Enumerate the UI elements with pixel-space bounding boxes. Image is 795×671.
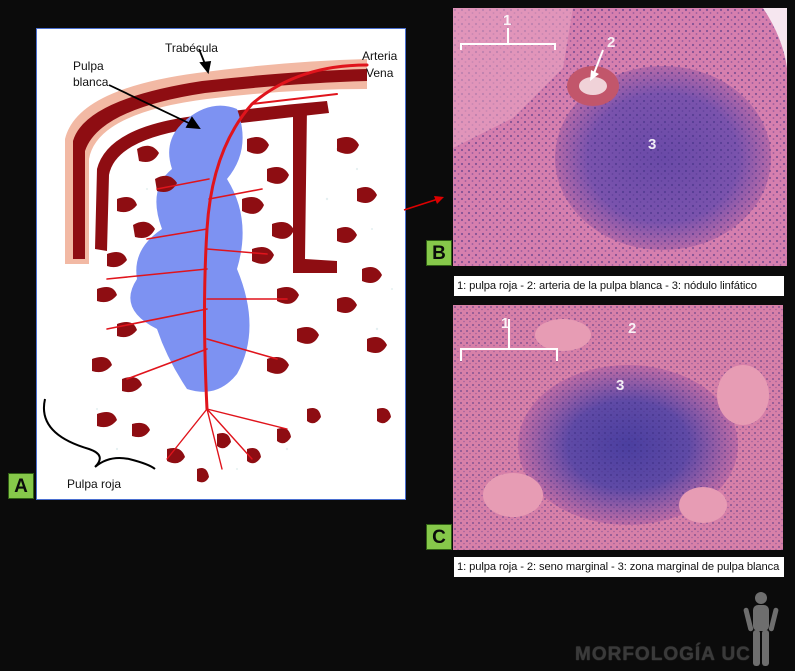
micrograph-b: 1 2 3 <box>453 8 787 266</box>
red-pulp-label: Pulpa roja <box>67 477 122 491</box>
brand-wordmark: MORFOLOGÍA UC <box>575 644 751 665</box>
panel-c-label-2: 2 <box>628 320 637 337</box>
micrograph-b-image <box>453 8 787 266</box>
panel-b-label-3: 3 <box>648 136 657 153</box>
micrograph-c-image <box>453 305 783 550</box>
capsule-halo <box>65 59 367 264</box>
panel-c-tag: C <box>426 524 452 550</box>
vein-label: Vena <box>366 66 394 80</box>
anatomy-figure-logo <box>743 592 779 666</box>
artery-label: Arteria <box>362 49 398 63</box>
panel-c-label-3: 3 <box>616 377 625 394</box>
label-arrows <box>108 48 212 130</box>
panel-b-label-2: 2 <box>607 34 616 51</box>
micrograph-c: 1 2 3 <box>453 305 783 550</box>
white-pulp <box>130 105 250 392</box>
spleen-schematic-panel: Trabécula Pulpa blanca Arteria Vena Pulp… <box>36 28 406 500</box>
trabecula-label: Trabécula <box>165 41 218 55</box>
trabecular-vein-branch <box>293 107 337 273</box>
white-pulp-label-line2: blanca <box>73 75 109 89</box>
red-pulp-bracket <box>43 398 156 470</box>
white-pulp-label-line1: Pulpa <box>73 59 104 73</box>
panel-c-label-1: 1 <box>501 315 510 332</box>
panel-c-caption: 1: pulpa roja - 2: seno marginal - 3: zo… <box>454 557 784 577</box>
central-artery <box>106 63 369 470</box>
panel-a-tag: A <box>8 473 34 499</box>
panel-b-tag: B <box>426 240 452 266</box>
connector-arrow <box>403 196 444 211</box>
panel-b-caption: 1: pulpa roja - 2: arteria de la pulpa b… <box>454 276 784 296</box>
spleen-schematic-drawing <box>43 48 393 483</box>
panel-b-label-1: 1 <box>503 12 512 29</box>
